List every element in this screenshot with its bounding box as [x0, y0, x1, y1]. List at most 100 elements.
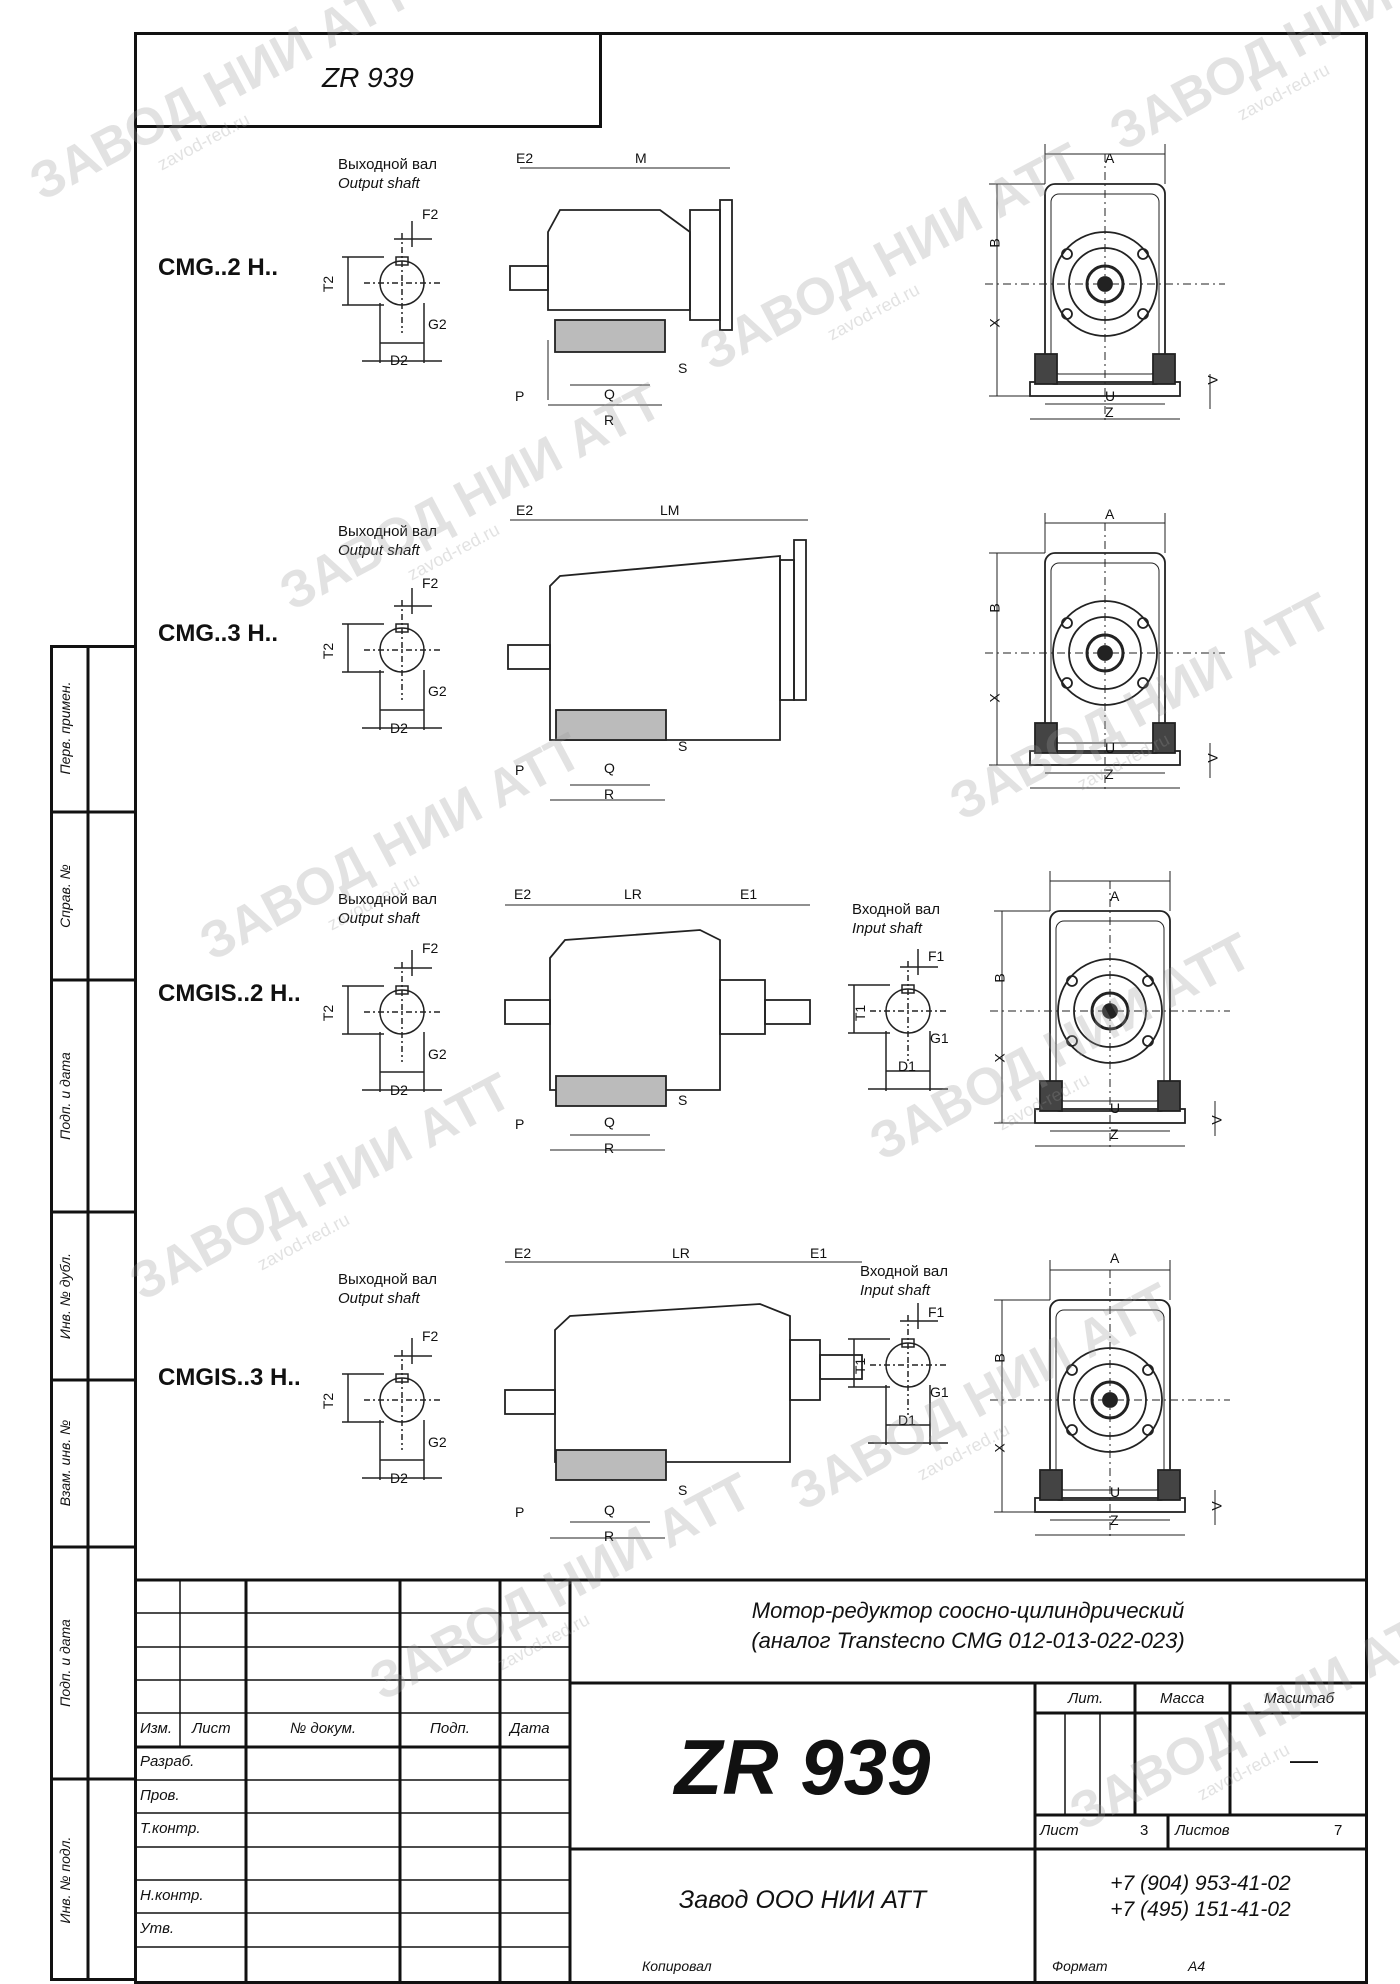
- dim-E2-1: E2: [516, 150, 534, 166]
- dim-F2-1: F2: [422, 206, 439, 222]
- dim-D2-4: D2: [390, 1470, 408, 1486]
- model-label-4: CMGIS..3 H..: [158, 1364, 301, 1391]
- description-line-1: Мотор-редуктор соосно-цилиндрический: [751, 1598, 1185, 1623]
- role-prov: Пров.: [140, 1787, 180, 1804]
- output-shaft-label-4: Выходной вал Output shaft: [338, 1270, 437, 1308]
- dim-F2-3: F2: [422, 940, 439, 956]
- dim-LR-3: LR: [624, 886, 642, 902]
- role-tkontr: Т.контр.: [140, 1820, 201, 1837]
- side-strip: [50, 645, 136, 1981]
- header-podp: Подп.: [430, 1720, 470, 1737]
- footer-format-value: A4: [1188, 1958, 1206, 1974]
- dim-U-4: U: [1110, 1484, 1121, 1500]
- dim-R-4: R: [604, 1528, 615, 1544]
- dim-Z-2: Z: [1105, 766, 1114, 782]
- output-shaft-label-1: Выходной вал Output shaft: [338, 155, 437, 193]
- header-izm: Изм.: [140, 1720, 172, 1737]
- dim-D1-4: D1: [898, 1412, 916, 1428]
- output-shaft-en-1: Output shaft: [338, 175, 420, 192]
- dim-E2-3: E2: [514, 886, 532, 902]
- dim-A-1: A: [1105, 150, 1115, 166]
- output-shaft-en-3: Output shaft: [338, 910, 420, 927]
- dim-R-1: R: [604, 412, 615, 428]
- dim-U-1: U: [1105, 388, 1116, 404]
- dim-Z-4: Z: [1110, 1512, 1119, 1528]
- header-n-dokum: № докум.: [290, 1720, 357, 1737]
- side-view-2: [507, 519, 808, 801]
- dim-F2-2: F2: [422, 575, 439, 591]
- output-shaft-ru-1: Выходной вал: [338, 156, 437, 173]
- input-shaft-en-3: Input shaft: [852, 920, 923, 937]
- input-shaft-ru-3: Входной вал: [852, 901, 941, 918]
- label-sheet: Лист: [1040, 1822, 1079, 1839]
- dim-P-3: P: [515, 1116, 525, 1132]
- side-view-1: [509, 167, 733, 406]
- phone-1: +7 (904) 953-41-02: [1110, 1872, 1291, 1895]
- dim-M-1: M: [635, 150, 647, 166]
- scale-value: —: [1290, 1744, 1318, 1775]
- label-lit: Лит.: [1068, 1690, 1104, 1707]
- code-tab-text: ZR 939: [322, 62, 414, 93]
- output-shaft-label-2: Выходной вал Output shaft: [338, 522, 437, 560]
- dim-G2-2: G2: [428, 683, 447, 699]
- phone-2: +7 (495) 151-41-02: [1110, 1898, 1291, 1921]
- footer-format: Формат: [1052, 1958, 1108, 1974]
- dim-D2-3: D2: [390, 1082, 408, 1098]
- dim-G1-4: G1: [930, 1384, 949, 1400]
- dim-E2-4: E2: [514, 1245, 532, 1261]
- dim-LM-2: LM: [660, 502, 680, 518]
- dim-E1-3: E1: [740, 886, 758, 902]
- sheet-value: 3: [1140, 1822, 1149, 1839]
- dim-U-2: U: [1105, 740, 1116, 756]
- dim-E2-2: E2: [516, 502, 534, 518]
- dim-D2-2: D2: [390, 720, 408, 736]
- dim-G2-1: G2: [428, 316, 447, 332]
- output-shaft-ru-2: Выходной вал: [338, 523, 437, 540]
- dim-E1-4: E1: [810, 1245, 828, 1261]
- role-nkontr: Н.контр.: [140, 1887, 204, 1904]
- dim-F1-3: F1: [928, 948, 945, 964]
- input-shaft-label-3: Входной вал Input shaft: [852, 900, 940, 938]
- output-shaft-ru-4: Выходной вал: [338, 1271, 437, 1288]
- dim-P-1: P: [515, 388, 525, 404]
- dim-A-3: A: [1110, 888, 1120, 904]
- output-shaft-ru-3: Выходной вал: [338, 891, 437, 908]
- dim-A-4: A: [1110, 1250, 1120, 1266]
- description-line-2: (аналог Transtecno CMG 012-013-022-023): [751, 1628, 1185, 1653]
- dim-R-2: R: [604, 786, 615, 802]
- role-razrab: Разраб.: [140, 1753, 195, 1770]
- dim-G2-4: G2: [428, 1434, 447, 1450]
- dim-Q-3: Q: [604, 1114, 615, 1130]
- input-shaft-ru-4: Входной вал: [860, 1263, 949, 1280]
- designation: ZR 939: [674, 1723, 931, 1811]
- dim-G1-3: G1: [930, 1030, 949, 1046]
- label-massa: Масса: [1160, 1690, 1205, 1707]
- dim-Q-1: Q: [604, 386, 615, 402]
- side-view-3: [504, 904, 811, 1151]
- dim-S-4: S: [678, 1482, 688, 1498]
- footer-copied: Копировал: [642, 1958, 712, 1974]
- dim-LR-4: LR: [672, 1245, 690, 1261]
- company-name: Завод ООО НИИ АТТ: [678, 1886, 927, 1914]
- header-data: Дата: [510, 1720, 550, 1737]
- role-utv: Утв.: [140, 1920, 175, 1937]
- output-shaft-label-3: Выходной вал Output shaft: [338, 890, 437, 928]
- dim-F1-4: F1: [928, 1304, 945, 1320]
- side-view-4: [504, 1261, 863, 1539]
- dim-S-2: S: [678, 738, 688, 754]
- dim-Q-4: Q: [604, 1502, 615, 1518]
- dim-R-3: R: [604, 1140, 615, 1156]
- dim-A-2: A: [1105, 506, 1115, 522]
- model-label-3: CMGIS..2 H..: [158, 980, 301, 1007]
- input-shaft-label-4: Входной вал Input shaft: [860, 1262, 948, 1300]
- label-masshtab: Масштаб: [1264, 1690, 1335, 1707]
- input-shaft-en-4: Input shaft: [860, 1282, 931, 1299]
- dim-U-3: U: [1110, 1100, 1121, 1116]
- dim-F2-4: F2: [422, 1328, 439, 1344]
- dim-Q-2: Q: [604, 760, 615, 776]
- dim-D2-1: D2: [390, 352, 408, 368]
- dim-S-1: S: [678, 360, 688, 376]
